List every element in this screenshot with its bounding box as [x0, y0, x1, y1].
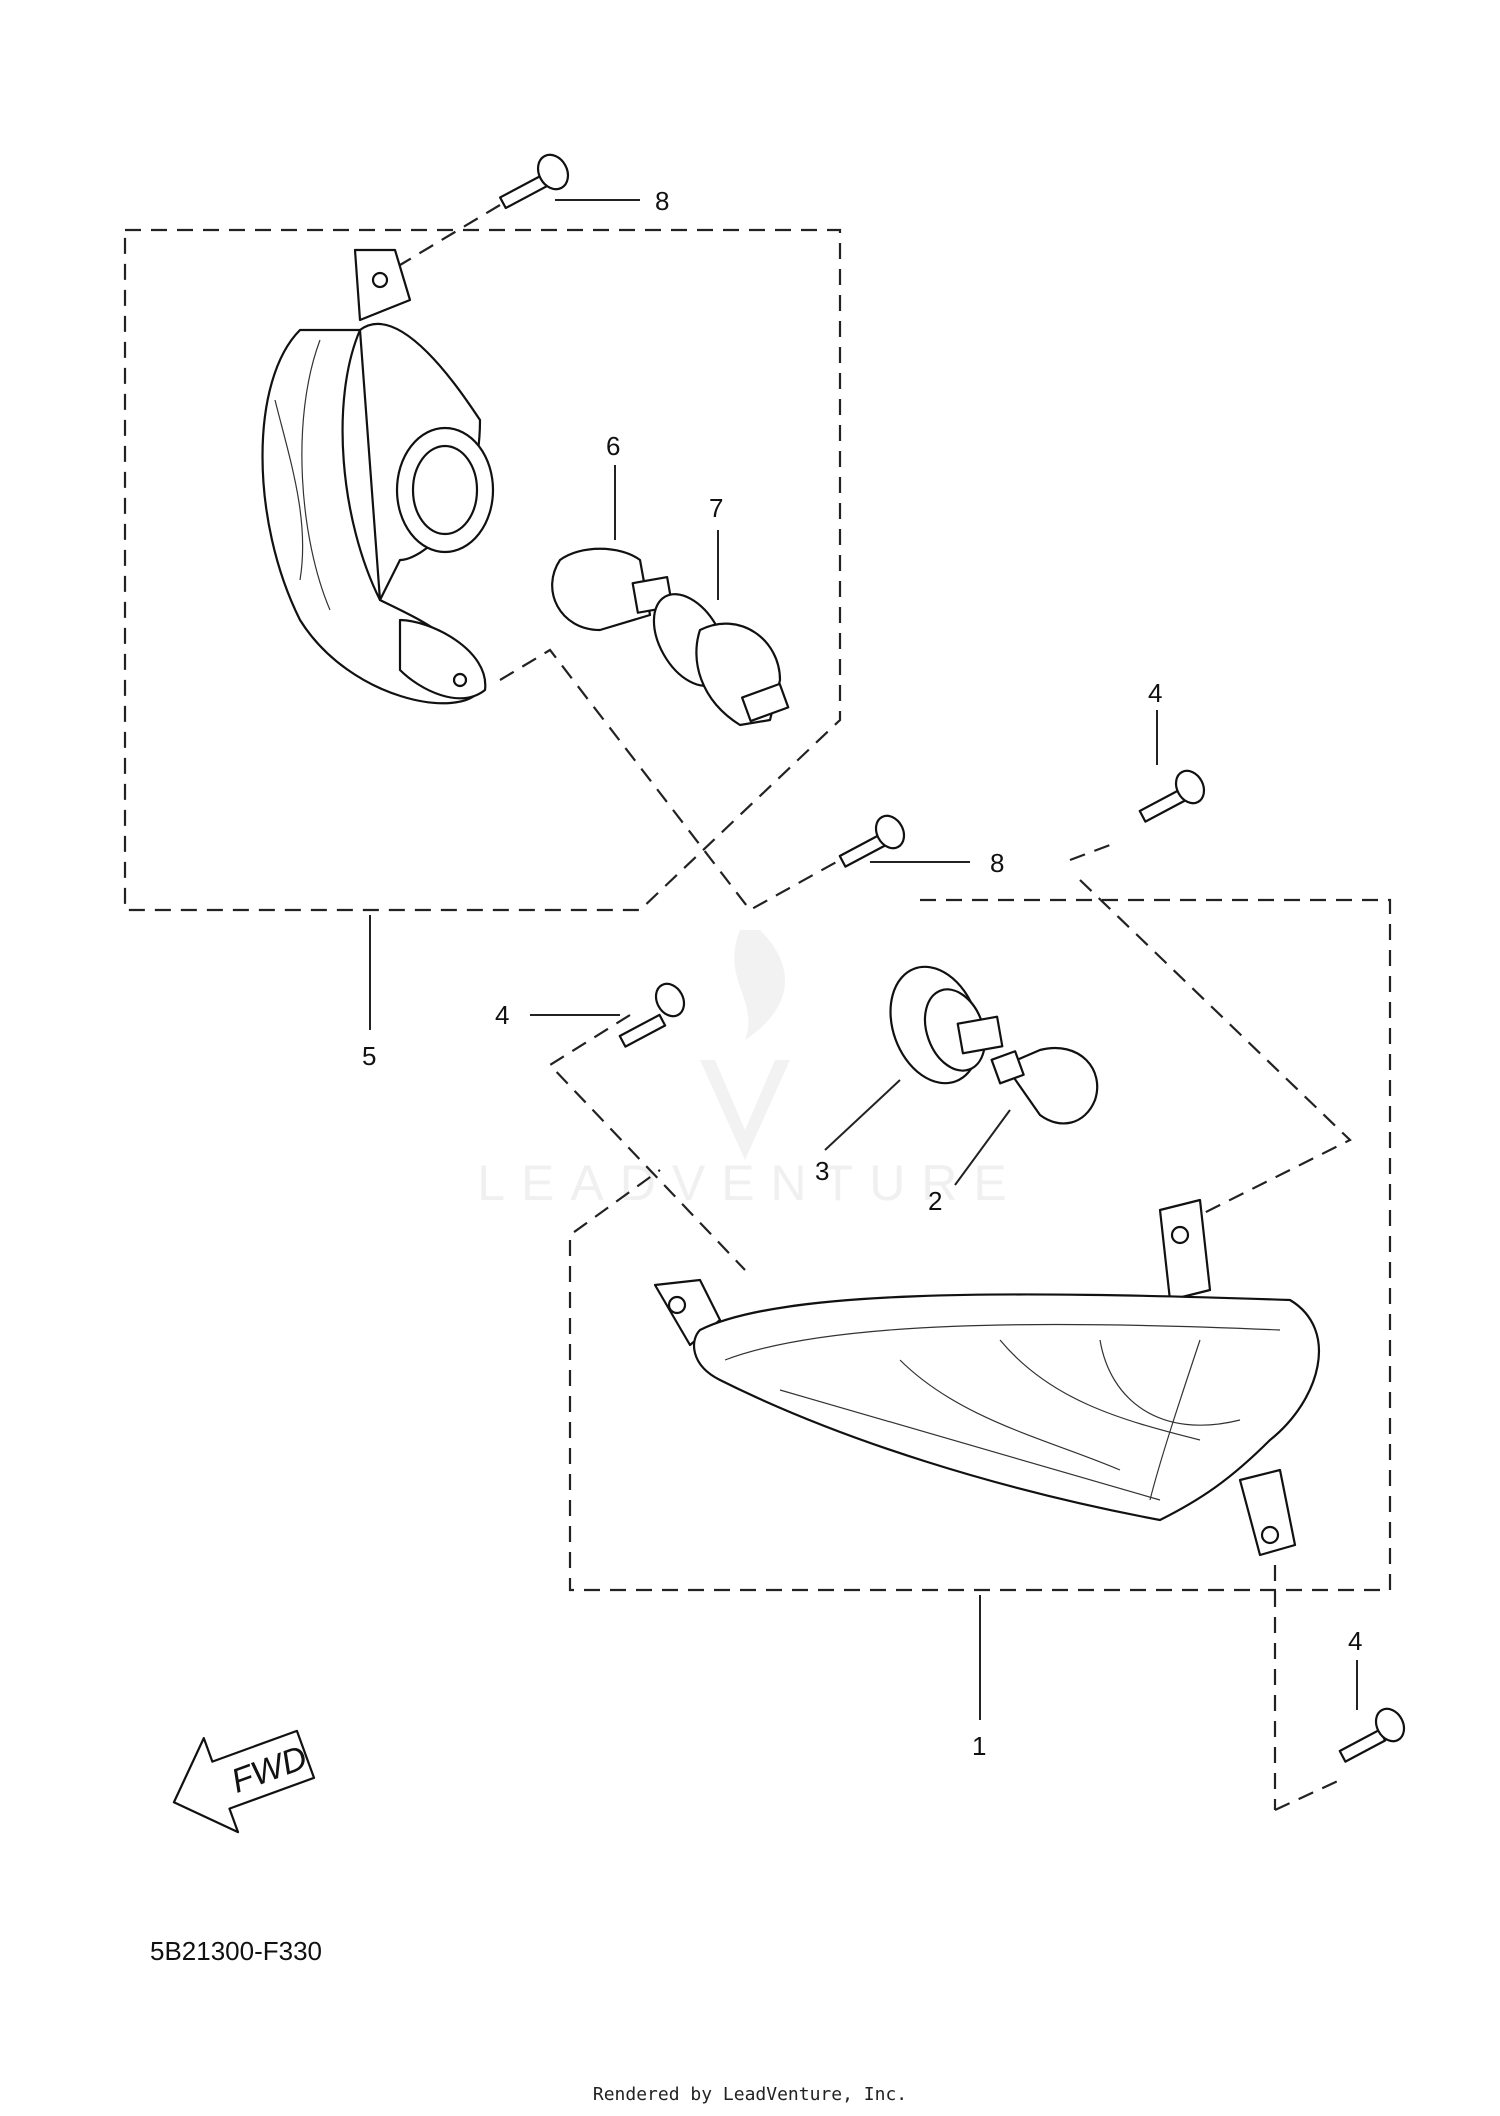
- watermark-logo: LEADVENTURE: [477, 930, 1023, 1211]
- socket-3: [824, 965, 1004, 1151]
- callout-4-right: 4: [1148, 678, 1162, 708]
- bulb-6: [551, 465, 674, 632]
- callout-8-top: 8: [655, 186, 669, 216]
- turn-signal-assembly-1: [653, 1198, 1320, 1557]
- screw-8-mid: [838, 814, 970, 868]
- callout-5: 5: [362, 1041, 376, 1071]
- assembly-1-boundary: [568, 898, 1392, 1592]
- leader-screw-4-bottom: [1274, 1779, 1341, 1811]
- assembly-5-boundary: [123, 228, 842, 912]
- leader-screw-4-right: [1069, 843, 1111, 862]
- socket-7: [652, 530, 790, 727]
- callout-8-mid: 8: [990, 848, 1004, 878]
- callout-1: 1: [972, 1731, 986, 1761]
- drawing-code: 5B21300-F330: [150, 1936, 322, 1966]
- turn-signal-assembly-5: [261, 248, 495, 705]
- callout-7: 7: [709, 493, 723, 523]
- callout-6: 6: [606, 431, 620, 461]
- leader-assembly-1-right: [1079, 879, 1352, 1216]
- leader-screw-8-top: [399, 204, 501, 266]
- leader-assembly-5-to-8: [499, 648, 841, 912]
- screw-4-right: [1138, 710, 1206, 823]
- fwd-arrow-icon: FWD: [172, 1729, 316, 1834]
- watermark-text: LEADVENTURE: [477, 1155, 1023, 1211]
- callout-2: 2: [928, 1186, 942, 1216]
- screw-8-top: [499, 153, 640, 210]
- callout-3: 3: [815, 1156, 829, 1186]
- bulb-2: [954, 1047, 1099, 1186]
- callout-4-bottom: 4: [1348, 1626, 1362, 1656]
- footer-credit: Rendered by LeadVenture, Inc.: [593, 2084, 907, 2105]
- screw-4-left: [530, 982, 686, 1048]
- screw-4-bottom: [1338, 1660, 1406, 1763]
- callout-4-left: 4: [495, 1000, 509, 1030]
- leader-screw-4-left: [548, 1014, 746, 1271]
